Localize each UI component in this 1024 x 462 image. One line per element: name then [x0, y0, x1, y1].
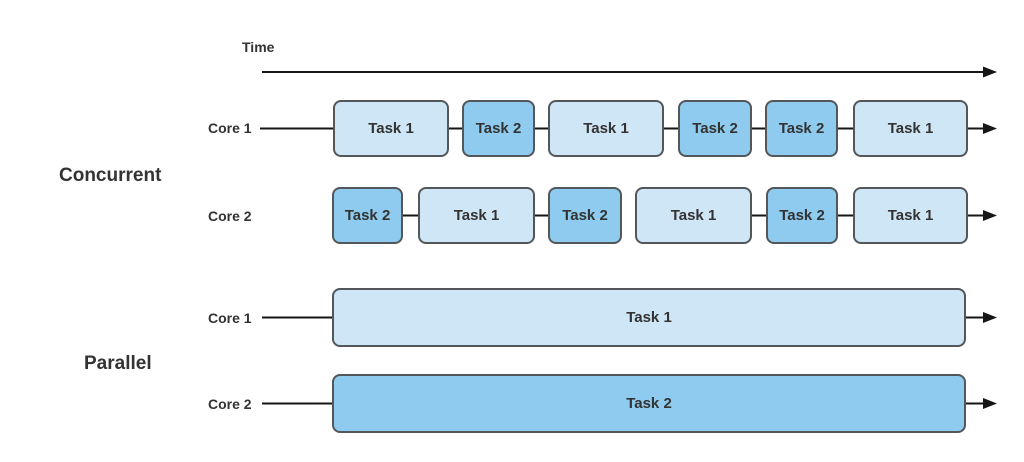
task-box-concurrent-core1-1: Task 1 [333, 100, 449, 157]
core-label-concurrent-core1: Core 1 [208, 120, 252, 136]
row-exit-arrowhead-icon [983, 398, 997, 409]
task-box-concurrent-core2-4: Task 1 [635, 187, 752, 244]
row-exit-arrowhead-icon [983, 210, 997, 221]
task-bar-parallel-core2: Task 2 [332, 374, 966, 433]
core-label-concurrent-core2: Core 2 [208, 208, 252, 224]
section-label-concurrent: Concurrent [59, 165, 162, 186]
time-axis-label: Time [242, 39, 275, 55]
core-label-parallel-core1: Core 1 [208, 310, 252, 326]
task-box-concurrent-core1-3: Task 1 [548, 100, 664, 157]
row-exit-arrowhead-icon [983, 123, 997, 134]
task-box-concurrent-core2-5: Task 2 [766, 187, 838, 244]
task-box-concurrent-core2-2: Task 1 [418, 187, 535, 244]
section-label-parallel: Parallel [84, 353, 152, 374]
core-label-parallel-core2: Core 2 [208, 396, 252, 412]
task-box-concurrent-core1-2: Task 2 [462, 100, 535, 157]
task-box-concurrent-core2-3: Task 2 [548, 187, 622, 244]
task-box-concurrent-core2-6: Task 1 [853, 187, 968, 244]
row-exit-arrowhead-icon [983, 312, 997, 323]
time-axis-arrowhead-icon [983, 66, 997, 78]
task-box-concurrent-core1-6: Task 1 [853, 100, 968, 157]
task-box-concurrent-core2-1: Task 2 [332, 187, 403, 244]
task-bar-parallel-core1: Task 1 [332, 288, 966, 347]
task-box-concurrent-core1-4: Task 2 [678, 100, 752, 157]
task-box-concurrent-core1-5: Task 2 [765, 100, 838, 157]
